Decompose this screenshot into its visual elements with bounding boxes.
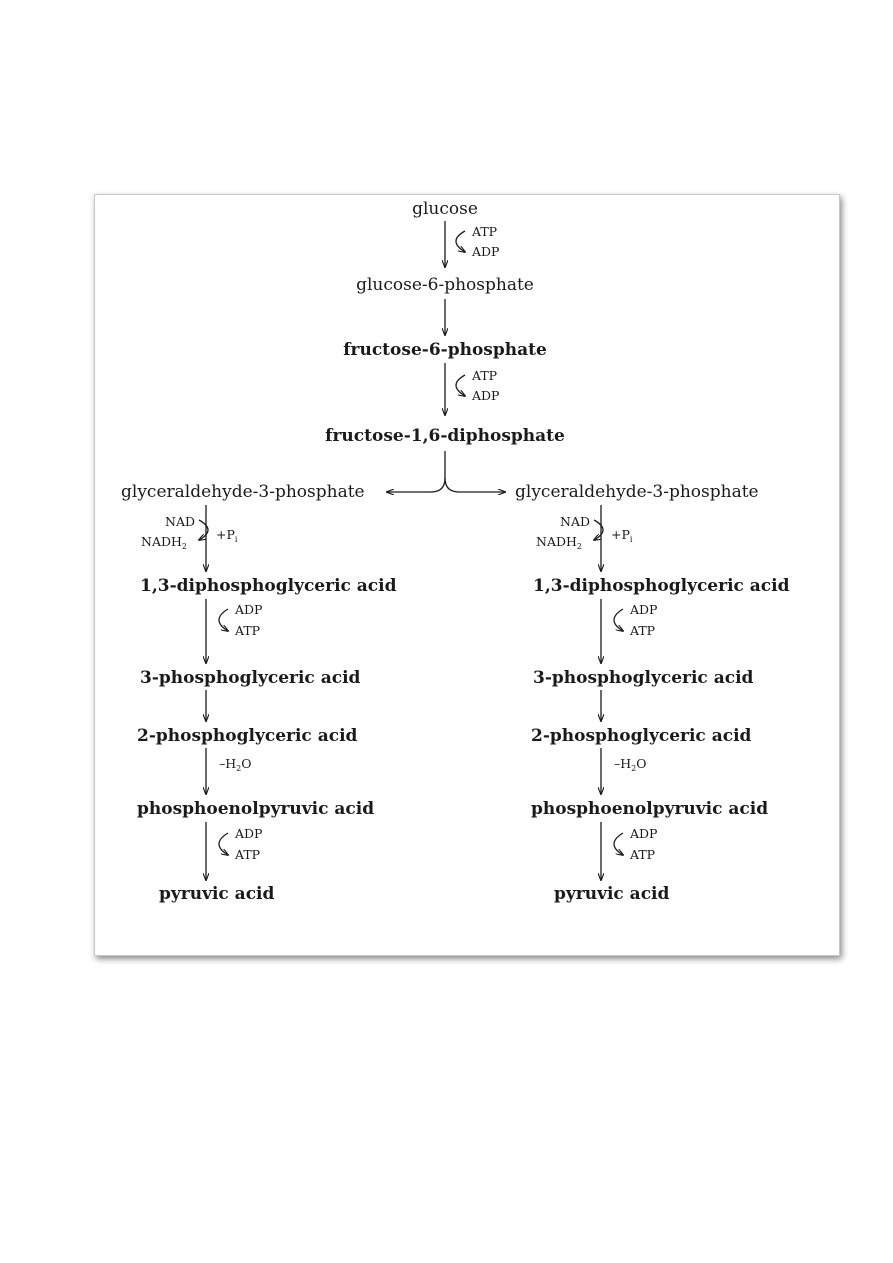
atp-adp-curve	[455, 374, 465, 396]
adp-atp-curve	[218, 832, 228, 855]
g3p-label: glyceraldehyde-3-phosphate	[121, 482, 365, 502]
2-phosphoglyceric-label: 2-phosphoglyceric acid	[137, 726, 358, 746]
adp-label: ADP	[629, 826, 657, 841]
adp-label: ADP	[629, 602, 657, 617]
atp-label: ATP	[471, 224, 497, 239]
adp-label: ADP	[471, 244, 499, 259]
pi-label: +Pi	[611, 527, 633, 544]
atp-adp-curve	[455, 230, 465, 252]
glucose-6-phosphate-label: glucose-6-phosphate	[356, 275, 534, 295]
fructose-6-phosphate-label: fructose-6-phosphate	[343, 340, 547, 360]
3-phosphoglyceric-label: 3-phosphoglyceric acid	[140, 668, 361, 688]
pi-label: +Pi	[216, 527, 238, 544]
nad-nadh-curve	[594, 519, 604, 540]
split-arrow-left	[387, 477, 446, 492]
atp-label: ATP	[629, 847, 655, 862]
glucose-label: glucose	[412, 199, 478, 219]
adp-label: ADP	[234, 826, 262, 841]
nad-label: NAD	[165, 514, 195, 529]
pyruvic-acid-label: pyruvic acid	[159, 884, 275, 904]
2-phosphoglyceric-label: 2-phosphoglyceric acid	[531, 726, 752, 746]
adp-atp-curve	[613, 608, 623, 631]
water-label: –H2O	[614, 756, 647, 773]
atp-label: ATP	[234, 623, 260, 638]
adp-atp-curve	[218, 608, 228, 631]
nadh2-label: NADH2	[141, 534, 187, 551]
atp-label: ATP	[471, 368, 497, 383]
nad-label: NAD	[560, 514, 590, 529]
pep-label: phosphoenolpyruvic acid	[137, 799, 374, 819]
adp-label: ADP	[234, 602, 262, 617]
bpg-label: 1,3-diphosphoglyceric acid	[533, 576, 790, 596]
glycolysis-diagram: glucose ATP ADP glucose-6-phosphate fruc…	[121, 199, 790, 904]
split-arrow-right	[444, 477, 505, 492]
nadh2-label: NADH2	[536, 534, 582, 551]
fructose-1-6-diphosphate-label: fructose-1,6-diphosphate	[325, 426, 565, 446]
bpg-label: 1,3-diphosphoglyceric acid	[140, 576, 397, 596]
atp-label: ATP	[234, 847, 260, 862]
nad-nadh-curve	[199, 519, 209, 540]
3-phosphoglyceric-label: 3-phosphoglyceric acid	[533, 668, 754, 688]
adp-label: ADP	[471, 388, 499, 403]
pyruvic-acid-label: pyruvic acid	[554, 884, 670, 904]
right-branch: glyceraldehyde-3-phosphate NAD NADH2 +Pi…	[515, 482, 790, 904]
pep-label: phosphoenolpyruvic acid	[531, 799, 768, 819]
g3p-label: glyceraldehyde-3-phosphate	[515, 482, 759, 502]
left-branch: glyceraldehyde-3-phosphate NAD NADH2 +Pi…	[121, 482, 397, 904]
atp-label: ATP	[629, 623, 655, 638]
figure-frame: glucose ATP ADP glucose-6-phosphate fruc…	[94, 194, 840, 956]
water-label: –H2O	[219, 756, 252, 773]
adp-atp-curve	[613, 832, 623, 855]
